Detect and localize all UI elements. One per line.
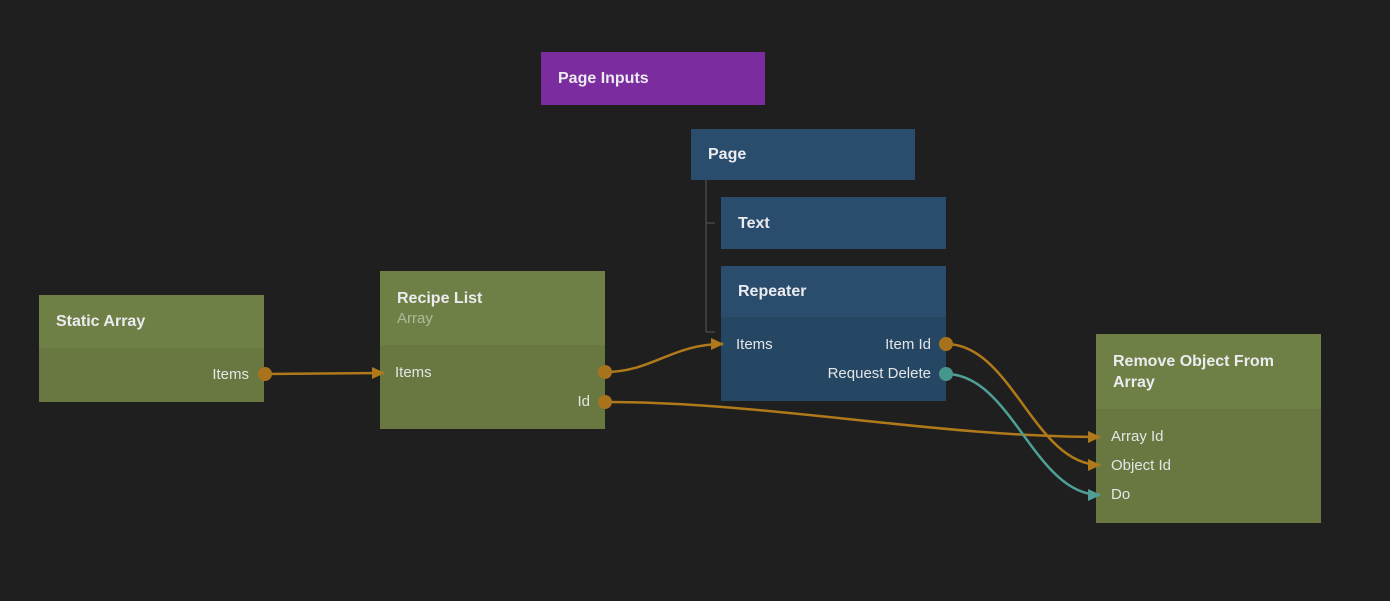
node-page-inputs[interactable]: Page Inputs (541, 52, 765, 105)
node-static-array-header: Static Array (39, 295, 264, 348)
node-page-inputs-header: Page Inputs (541, 52, 765, 105)
node-repeater-header: Repeater (721, 266, 946, 317)
node-text[interactable]: Text (721, 197, 946, 249)
node-recipe-list-header: Recipe List Array (380, 271, 605, 345)
port-row: Do (1096, 480, 1321, 509)
node-remove-header: Remove Object From Array (1096, 334, 1321, 409)
port-array-id-input: Array Id (1111, 428, 1164, 445)
port-row: Object Id (1096, 451, 1321, 480)
port-item-id-output: Item Id (885, 336, 931, 353)
node-static-array-ports: Items (39, 348, 264, 402)
node-title: Static Array (56, 313, 146, 330)
port-object-id-input: Object Id (1111, 457, 1172, 474)
node-static-array[interactable]: Static Array Items (39, 295, 264, 402)
node-title: Repeater (738, 283, 807, 300)
port-row: Items Item Id (721, 330, 946, 359)
port-items-input: Items (736, 336, 773, 353)
node-repeater-ports: Items Item Id Request Delete (721, 317, 946, 401)
port-row: Request Delete (721, 359, 946, 388)
node-subtitle: Array (397, 309, 433, 327)
node-title: Text (738, 214, 770, 232)
port-items-output: Items (212, 366, 249, 383)
node-title: Remove Object From Array (1113, 352, 1274, 391)
wire-repeater-item-id-to-remove-object-id[interactable] (945, 342, 1101, 471)
port-row: Items (39, 360, 264, 389)
node-remove-ports: Array Id Object Id Do (1096, 409, 1321, 523)
port-id-output: Id (577, 393, 590, 410)
port-row: Array Id (1096, 422, 1321, 451)
node-repeater[interactable]: Repeater Items Item Id Request Delete (721, 266, 946, 401)
node-title: Page (708, 146, 747, 163)
wire-static-array-items-to-recipe-list-items[interactable] (264, 367, 385, 380)
port-do-input: Do (1111, 486, 1131, 503)
wire-repeater-request-delete-to-remove-do[interactable] (945, 372, 1101, 501)
node-recipe-list-ports: Items Id (380, 345, 605, 429)
port-items-inout: Items (395, 364, 432, 381)
port-row: Id (380, 387, 605, 416)
node-text-header: Text (721, 197, 946, 249)
node-recipe-list[interactable]: Recipe List Array Items Id (380, 271, 605, 429)
wire-recipe-list-items-to-repeater-items[interactable] (604, 338, 724, 374)
port-row: Items (380, 358, 605, 387)
node-page-header: Page (691, 129, 915, 180)
wire-recipe-list-id-to-remove-array-id[interactable] (604, 400, 1101, 443)
node-title: Page Inputs (558, 70, 649, 87)
port-request-delete-output: Request Delete (827, 365, 931, 382)
node-title: Recipe List (397, 289, 483, 307)
node-remove-object-from-array[interactable]: Remove Object From Array Array Id Object… (1096, 334, 1321, 523)
node-page[interactable]: Page (691, 129, 915, 180)
